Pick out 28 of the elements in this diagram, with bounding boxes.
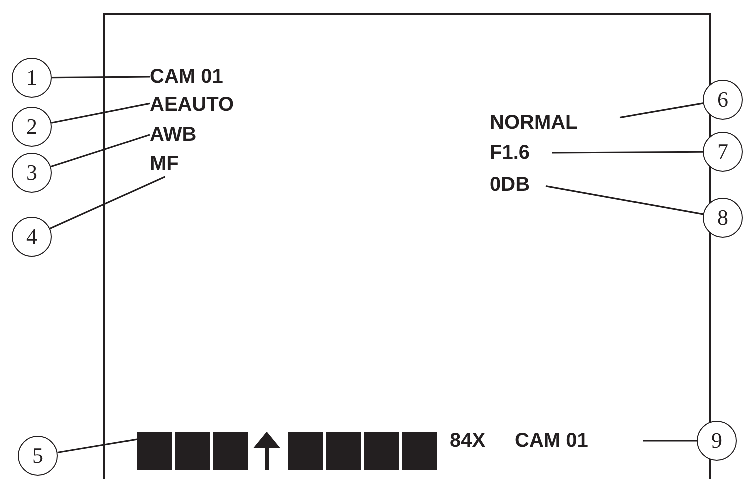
- callout-number: 9: [697, 421, 737, 461]
- callout-number: 6: [703, 80, 743, 120]
- osd-text: CAM 01: [515, 428, 643, 454]
- leader-line: [51, 102, 150, 124]
- osd-text: MF: [150, 151, 196, 177]
- callout-number: 4: [12, 217, 52, 257]
- osd-text: 0DB: [490, 172, 546, 198]
- leader-line: [546, 186, 704, 216]
- callout-number: 2: [12, 107, 52, 147]
- osd-text: NORMAL: [490, 110, 620, 136]
- callout-number: 3: [12, 153, 52, 193]
- osd-text: CAM 01: [150, 64, 262, 90]
- leader-line: [52, 76, 150, 79]
- zoom-value: 84X: [450, 429, 486, 454]
- level-bar-drawing: [137, 432, 439, 470]
- callout-number: 5: [18, 436, 58, 476]
- leader-line: [643, 440, 697, 442]
- callout-number: 1: [12, 58, 52, 98]
- osd-text: AWB: [150, 122, 210, 148]
- leader-line: [552, 151, 703, 154]
- osd-text: AEAUTO: [150, 92, 268, 118]
- leader-line: [58, 438, 138, 454]
- callout-number: 7: [703, 132, 743, 172]
- leader-line: [620, 102, 704, 119]
- osd-text: F1.6: [490, 140, 552, 166]
- callout-number: 8: [703, 198, 743, 238]
- leader-line: [50, 134, 150, 168]
- leader-line: [50, 176, 166, 230]
